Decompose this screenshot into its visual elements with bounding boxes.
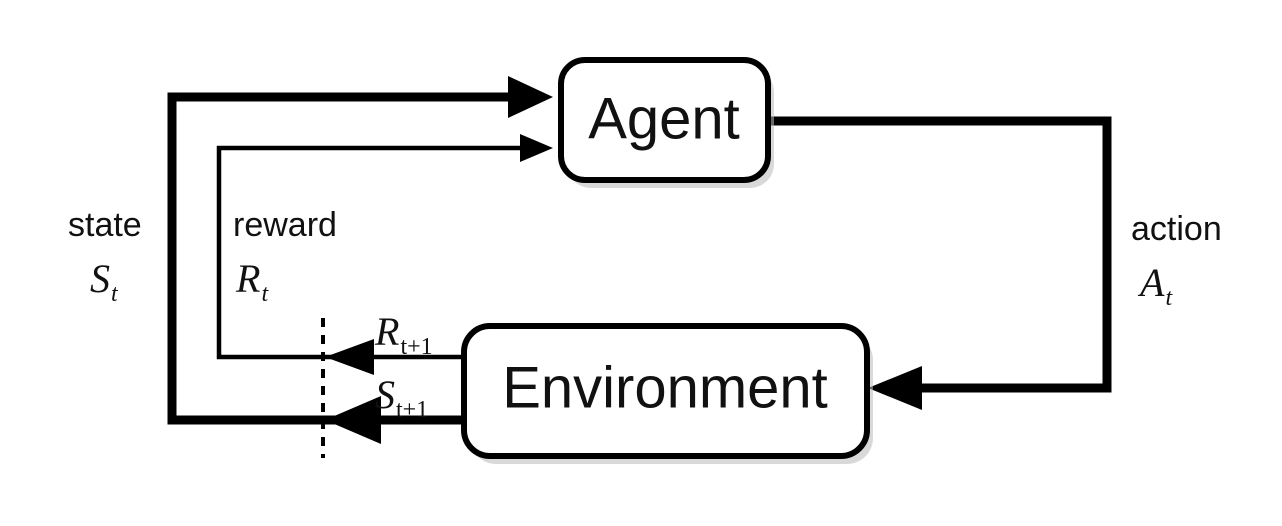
reward-symbol-R: R xyxy=(235,256,260,301)
arrowhead-reward-next-to-divider xyxy=(325,339,374,375)
label-reward-next: Rt+1 xyxy=(374,309,433,360)
state-next-subscript: t+1 xyxy=(396,397,428,423)
state-next-label: St+1 xyxy=(375,372,428,423)
edge-state-path xyxy=(167,92,520,425)
edge-reward-feedback xyxy=(216,134,553,375)
reward-next-symbol-R: R xyxy=(374,309,399,354)
arrowhead-state-next-to-divider xyxy=(325,396,381,444)
label-action: action At xyxy=(1131,210,1222,311)
arrowhead-action-into-environment xyxy=(868,366,922,410)
environment-box[interactable] xyxy=(461,323,870,459)
environment-label: Environment xyxy=(502,355,828,420)
edge-action xyxy=(768,116,1112,410)
label-state: state St xyxy=(68,206,142,307)
reward-symbol-label: Rt xyxy=(235,256,269,307)
agent-label: Agent xyxy=(588,86,740,151)
state-word-label: state xyxy=(68,206,142,244)
node-agent[interactable]: Agent xyxy=(558,57,774,188)
node-environment[interactable]: Environment xyxy=(461,323,873,464)
state-symbol-label: St xyxy=(90,256,119,307)
state-symbol-subscript: t xyxy=(111,281,119,307)
arrowhead-reward-into-agent xyxy=(520,134,553,162)
action-word-label: action xyxy=(1131,210,1222,248)
action-symbol-A: A xyxy=(1137,260,1165,305)
label-state-next: St+1 xyxy=(375,372,428,423)
reward-next-subscript: t+1 xyxy=(400,334,432,360)
label-reward: reward Rt xyxy=(233,206,337,307)
state-next-symbol-S: S xyxy=(375,372,395,417)
state-symbol-S: S xyxy=(90,256,110,301)
reward-symbol-subscript: t xyxy=(261,281,269,307)
agent-box[interactable] xyxy=(558,57,771,183)
edge-action-path xyxy=(768,116,1112,393)
action-symbol-label: At xyxy=(1137,260,1173,311)
reward-word-label: reward xyxy=(233,206,337,244)
arrowhead-state-into-agent xyxy=(508,76,553,118)
edge-state-feedback xyxy=(167,76,553,444)
reward-next-label: Rt+1 xyxy=(374,309,433,360)
action-symbol-subscript: t xyxy=(1165,285,1173,311)
